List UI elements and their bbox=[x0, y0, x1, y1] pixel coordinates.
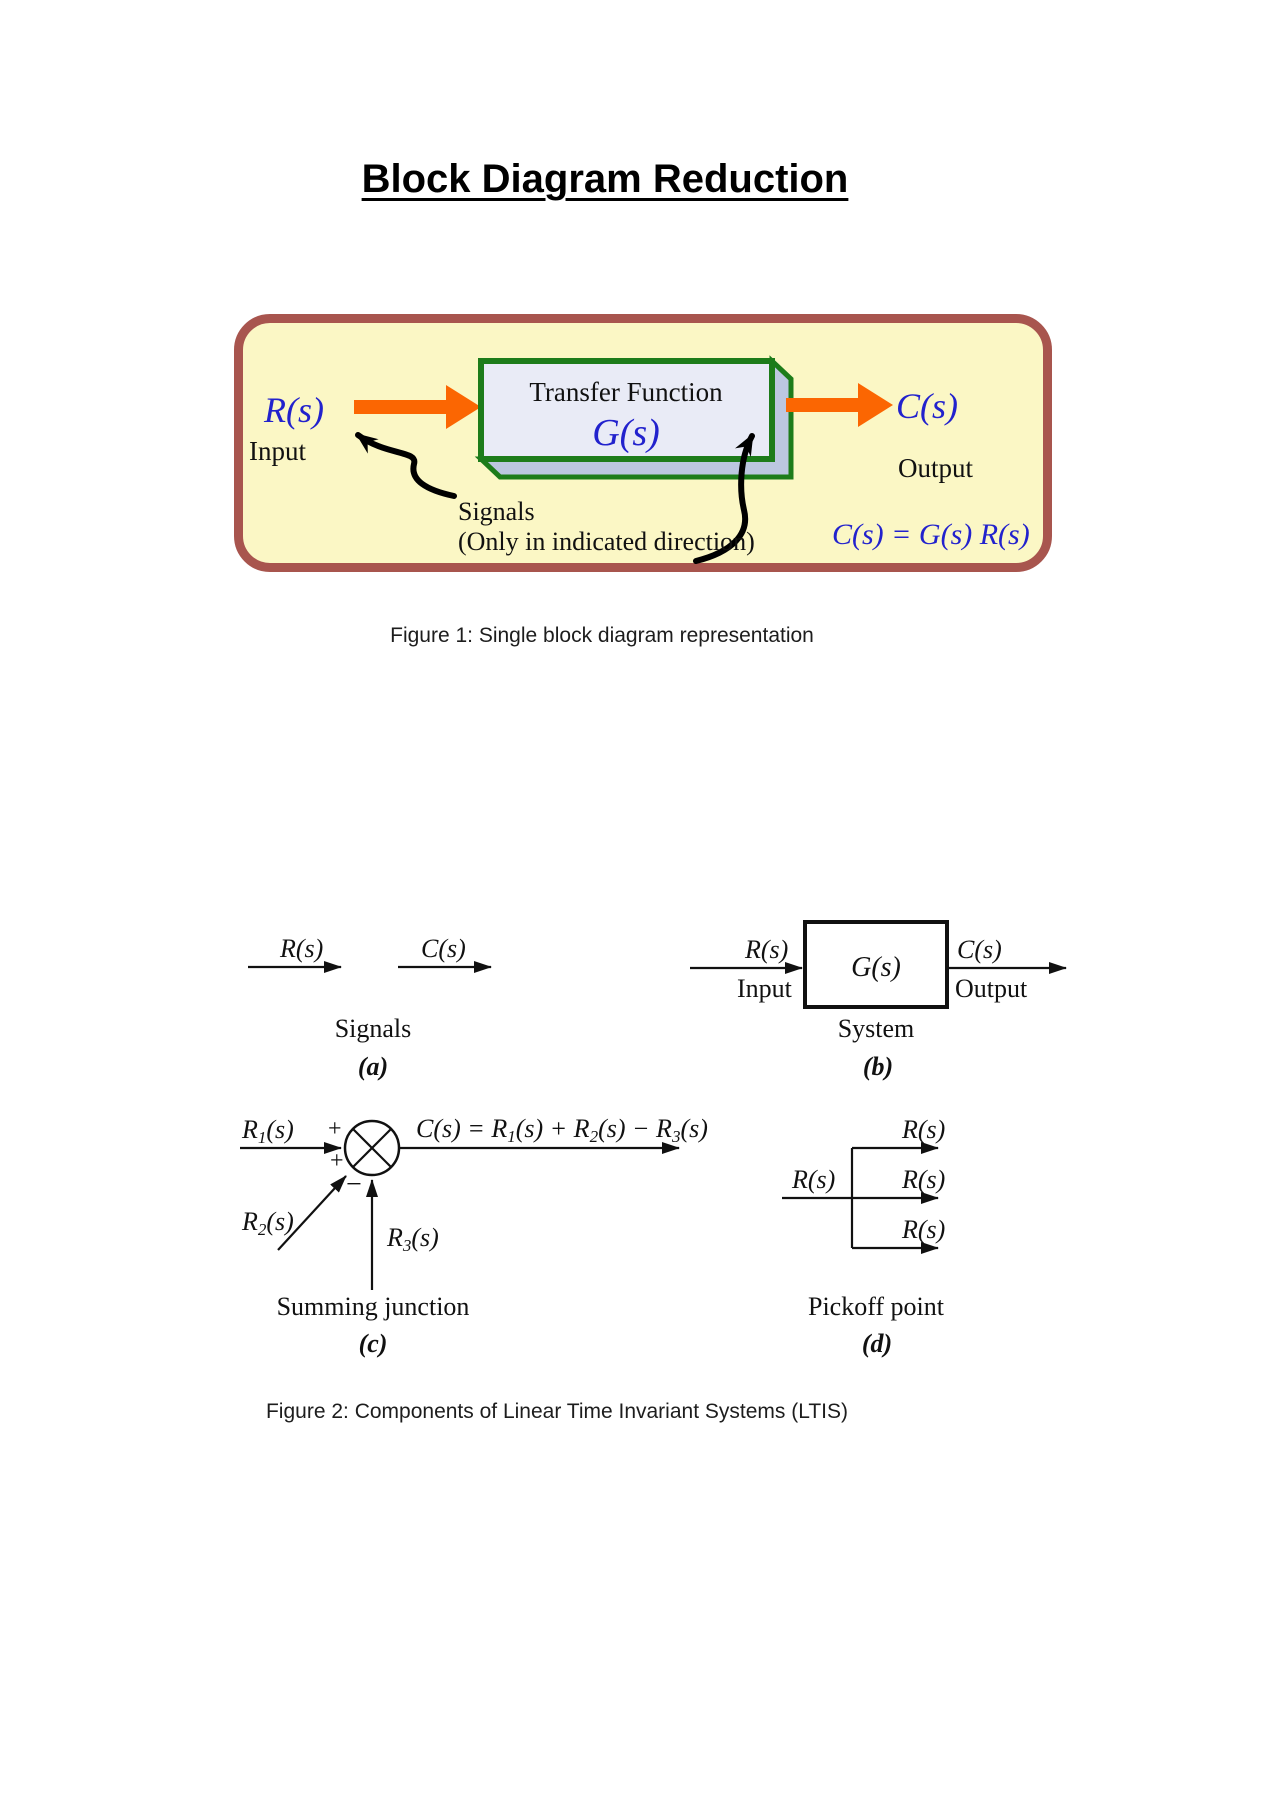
page-title: Block Diagram Reduction bbox=[361, 157, 849, 201]
fig1-input-label: Input bbox=[249, 436, 306, 466]
c-minus-sign: − bbox=[346, 1169, 362, 1200]
c-equation: C(s) = R1(s) + R2(s) − R3(s) bbox=[416, 1114, 708, 1146]
b-block-symbol: G(s) bbox=[851, 952, 901, 983]
d-tag: (d) bbox=[862, 1329, 892, 1358]
c-label: Summing junction bbox=[277, 1292, 470, 1321]
d-out3-label: R(s) bbox=[901, 1215, 945, 1244]
d-out2-label: R(s) bbox=[901, 1165, 945, 1194]
d-label: Pickoff point bbox=[808, 1292, 945, 1321]
b-output-label: Output bbox=[955, 974, 1028, 1003]
subfigure-c-summing-junction: R1(s) R2(s) R3(s) + + − C(s) = R1(s) + R… bbox=[240, 1114, 708, 1358]
fig1-input-signal-label: R(s) bbox=[263, 390, 324, 430]
c-r2-arrow bbox=[277, 1175, 347, 1251]
figure2-diagram: R(s) C(s) Signals (a) G(s) R(s) Input C(… bbox=[240, 920, 1067, 1358]
c-plus-sign-top: + bbox=[328, 1116, 342, 1142]
output-arrow bbox=[786, 383, 893, 427]
fig1-equation: C(s) = G(s) R(s) bbox=[832, 518, 1030, 551]
transfer-function-title: Transfer Function bbox=[529, 377, 723, 407]
figure1-diagram: Transfer Function G(s) R(s) Input C(s) O… bbox=[249, 355, 1030, 564]
fig1-output-label: Output bbox=[898, 453, 974, 483]
a-tag: (a) bbox=[358, 1052, 388, 1081]
b-tag: (b) bbox=[863, 1052, 893, 1081]
subfigure-a-signals: R(s) C(s) Signals (a) bbox=[248, 934, 492, 1081]
signals-annotation-arrow bbox=[355, 432, 457, 499]
b-label: System bbox=[838, 1014, 915, 1043]
fig1-signals-note-line2: (Only in indicated direction) bbox=[458, 527, 755, 556]
subfigure-d-pickoff-point: R(s) R(s) R(s) R(s) Pickoff point (d) bbox=[782, 1115, 945, 1358]
fig1-signals-note-line1: Signals bbox=[458, 497, 535, 526]
c-tag: (c) bbox=[359, 1329, 388, 1358]
c-plus-sign-mid: + bbox=[330, 1148, 344, 1174]
b-input-signal-label: R(s) bbox=[744, 935, 788, 964]
b-system-block bbox=[803, 920, 949, 1009]
c-r1-label: R1(s) bbox=[241, 1115, 294, 1147]
d-out1-label: R(s) bbox=[901, 1115, 945, 1144]
figure2-caption: Figure 2: Components of Linear Time Inva… bbox=[265, 1400, 848, 1423]
d-input-signal-label: R(s) bbox=[791, 1165, 835, 1194]
transfer-function-symbol: G(s) bbox=[592, 412, 660, 454]
junction-x-stroke-2 bbox=[352, 1128, 392, 1168]
input-arrow bbox=[354, 385, 481, 429]
transfer-function-block bbox=[478, 358, 775, 462]
b-output-signal-label: C(s) bbox=[957, 935, 1002, 964]
fig1-output-signal-label: C(s) bbox=[896, 386, 958, 426]
a-signal1-label: R(s) bbox=[279, 934, 323, 963]
b-input-label: Input bbox=[737, 974, 793, 1003]
c-r2-label: R2(s) bbox=[241, 1207, 294, 1239]
output-annotation-arrow bbox=[693, 433, 755, 564]
figure1-caption: Figure 1: Single block diagram represent… bbox=[390, 624, 814, 647]
c-r3-label: R3(s) bbox=[386, 1223, 439, 1255]
a-signal2-label: C(s) bbox=[421, 934, 466, 963]
subfigure-b-system: G(s) R(s) Input C(s) Output System (b) bbox=[690, 920, 1067, 1081]
a-label: Signals bbox=[335, 1014, 412, 1043]
